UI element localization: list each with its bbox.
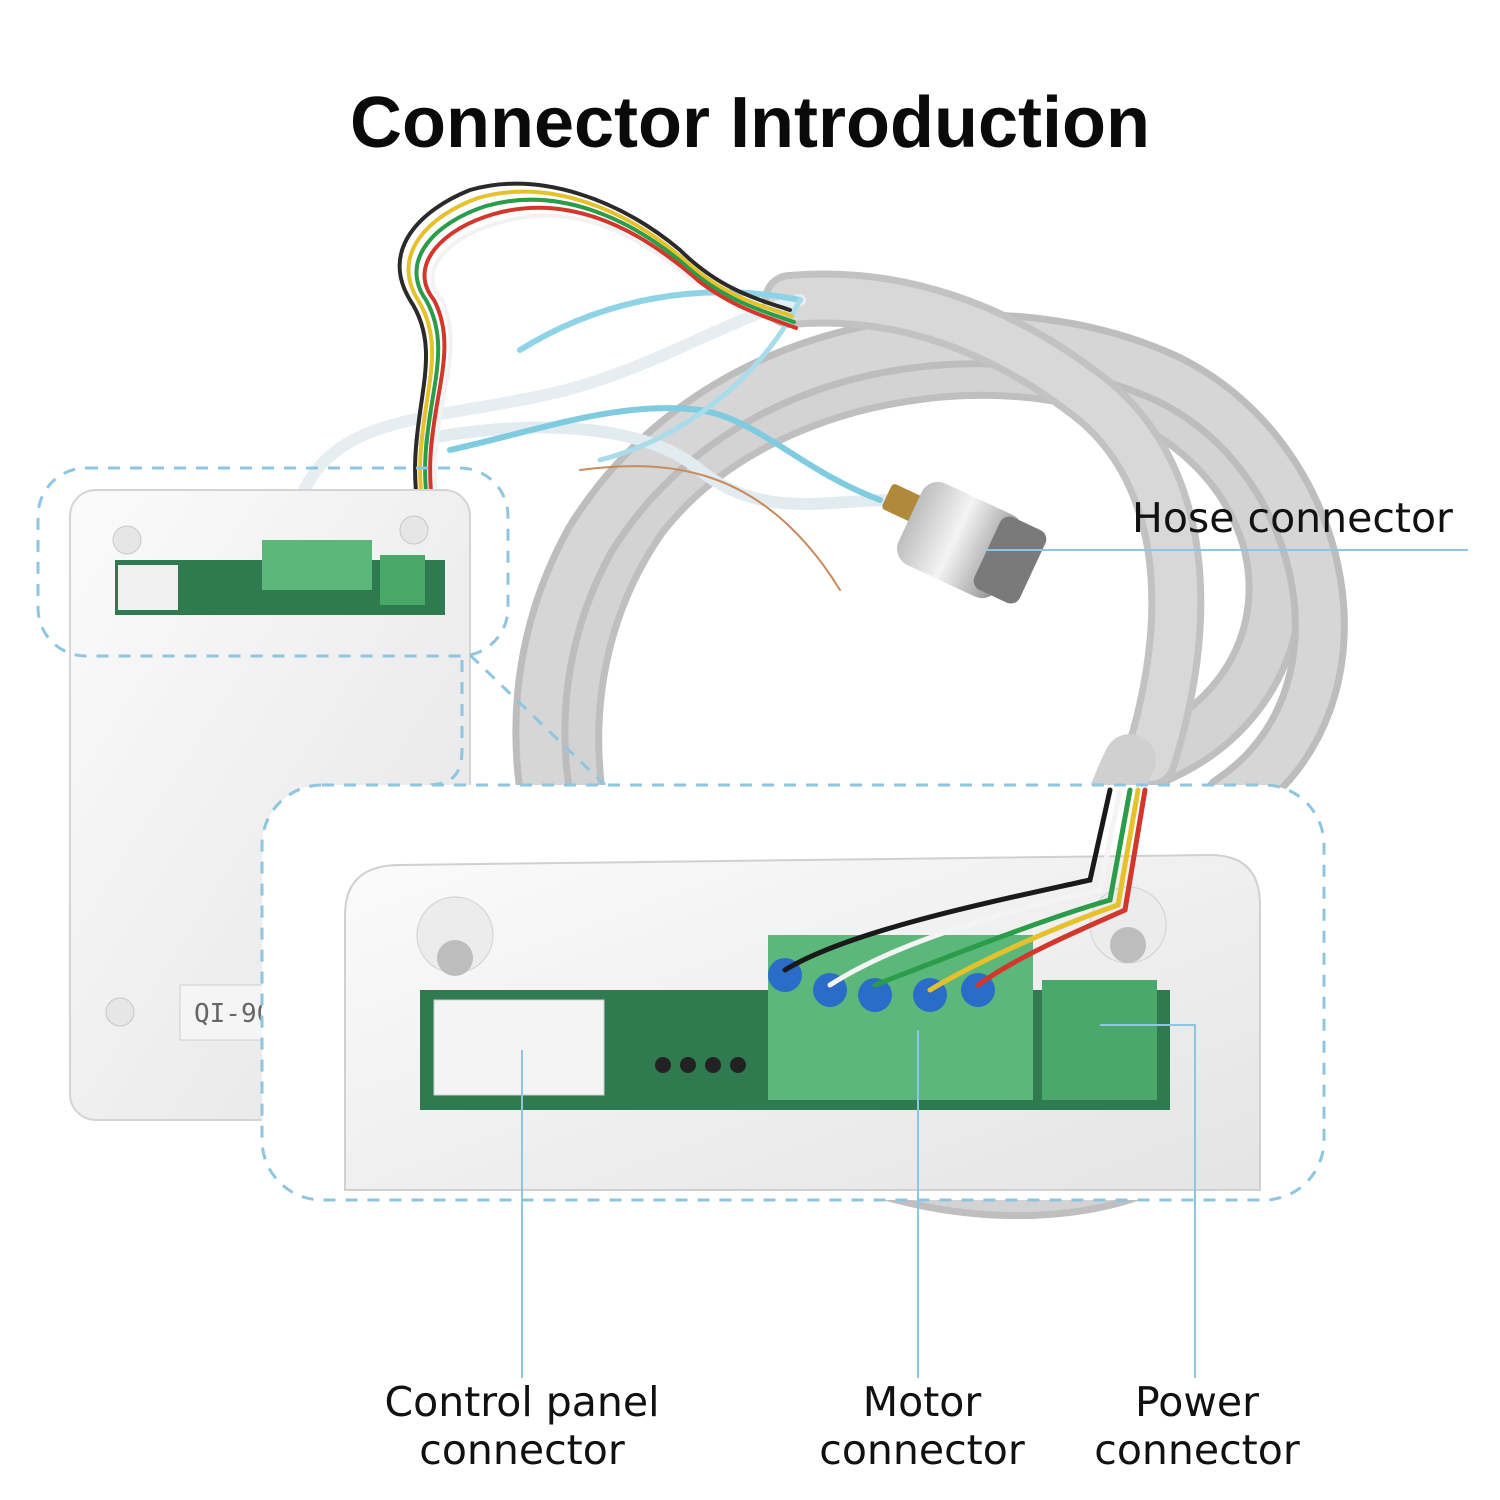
zoom-guide-right bbox=[468, 653, 607, 787]
zoom-guide-left bbox=[419, 660, 464, 787]
hose-connector-text: Hose connector bbox=[1132, 494, 1453, 542]
hose-connector-label: Hose connector bbox=[1132, 494, 1453, 542]
control-panel-line1: Control panel bbox=[384, 1378, 660, 1426]
power-connector-label: Power connector bbox=[1082, 1378, 1312, 1474]
motor-line2: connector bbox=[819, 1426, 1025, 1474]
motor-connector-label: Motor connector bbox=[812, 1378, 1032, 1474]
model-text: QI-90 bbox=[194, 999, 272, 1029]
power-line1: Power bbox=[1135, 1378, 1259, 1426]
motor-line1: Motor bbox=[862, 1378, 982, 1426]
zoomed-wires bbox=[782, 787, 1148, 993]
control-panel-connector-label: Control panel connector bbox=[372, 1378, 672, 1474]
page-title: Connector Introduction bbox=[350, 83, 1150, 163]
power-callout-line bbox=[1100, 1024, 1196, 1378]
hose-metal-connector bbox=[882, 481, 1047, 604]
callout-lines bbox=[521, 549, 1468, 1378]
highlight-frame-small bbox=[36, 466, 510, 658]
tubes-and-wires bbox=[294, 181, 896, 591]
control-panel-line2: connector bbox=[419, 1426, 625, 1474]
enclosure-zoomed bbox=[344, 853, 1261, 1191]
power-line2: connector bbox=[1094, 1426, 1300, 1474]
